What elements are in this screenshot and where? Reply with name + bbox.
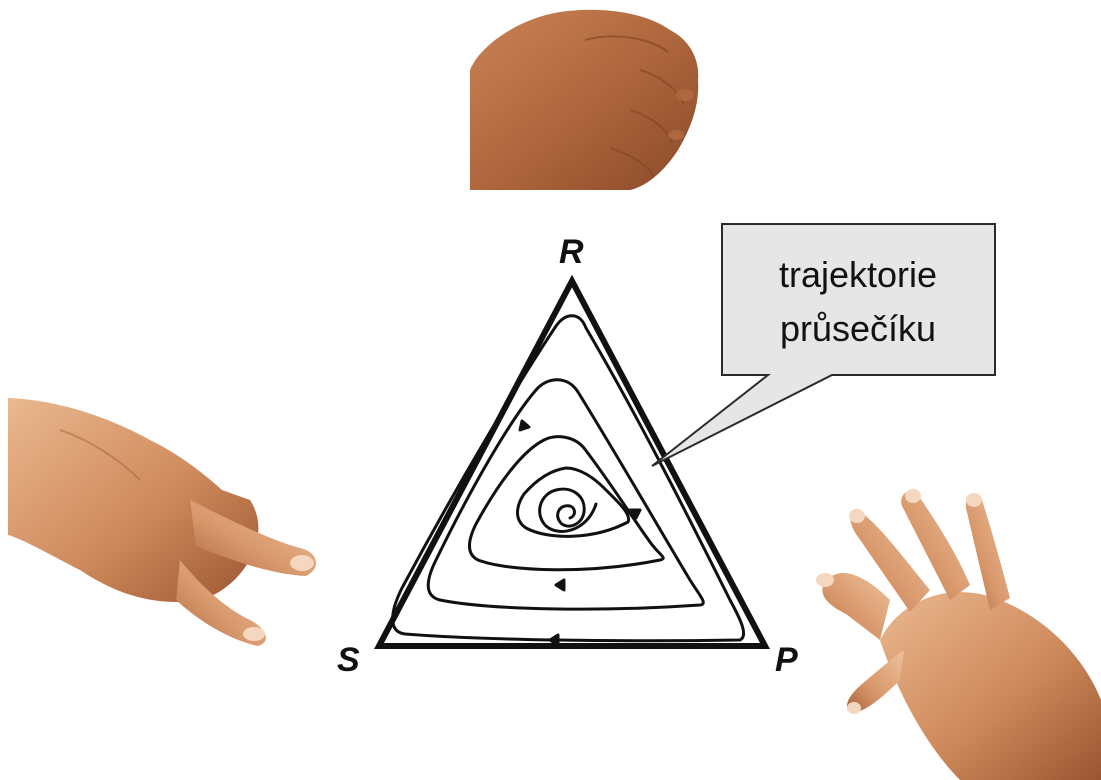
- scissors-hand-icon: [8, 398, 316, 646]
- fist-hand-icon: [470, 10, 698, 190]
- open-hand-icon: [816, 489, 1101, 780]
- simplex-triangle: [379, 281, 765, 646]
- vertex-label-paper: P: [775, 641, 798, 679]
- spiral-trajectory: [393, 316, 744, 645]
- callout-line-2: průsečíku: [780, 308, 936, 349]
- callout: trajektorie průsečíku: [652, 224, 995, 466]
- vertex-label-rock: R: [559, 233, 584, 271]
- callout-line-1: trajektorie: [779, 254, 937, 295]
- vertex-label-scissors: S: [337, 641, 360, 679]
